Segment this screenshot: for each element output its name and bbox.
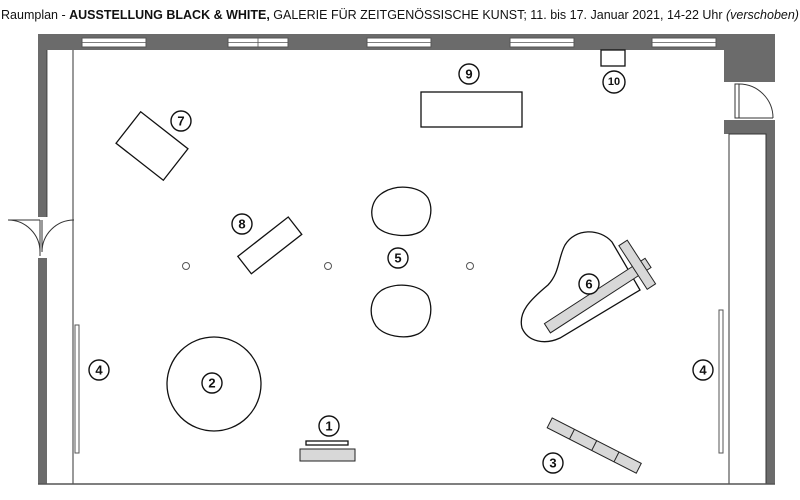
object-5-sculpture-bottom bbox=[370, 284, 432, 338]
wall-right-pier bbox=[724, 120, 775, 134]
marker-7: 7 bbox=[170, 110, 192, 132]
title-details: GALERIE FÜR ZEITGENÖSSISCHE KUNST; 11. b… bbox=[269, 8, 727, 22]
wall-left-lower bbox=[38, 258, 47, 484]
marker-4-right: 4 bbox=[692, 359, 714, 381]
marker-6: 6 bbox=[578, 273, 600, 295]
window-1 bbox=[81, 37, 147, 48]
marker-1: 1 bbox=[318, 415, 340, 437]
object-5-sculpture-top bbox=[371, 186, 432, 237]
door-left bbox=[7, 219, 75, 256]
svg-text:8: 8 bbox=[238, 217, 245, 232]
svg-text:4: 4 bbox=[699, 363, 707, 378]
title-prefix: Raumplan - bbox=[1, 8, 70, 22]
right-corridor bbox=[728, 133, 767, 485]
wall-right-top bbox=[724, 34, 775, 82]
svg-text:10: 10 bbox=[608, 76, 620, 88]
svg-text:9: 9 bbox=[465, 67, 472, 82]
pillar-3 bbox=[466, 262, 474, 270]
object-8-table bbox=[236, 216, 303, 275]
plan-title: Raumplan - AUSSTELLUNG BLACK & WHITE, GA… bbox=[0, 8, 800, 22]
svg-text:3: 3 bbox=[549, 456, 556, 471]
door-right bbox=[734, 83, 774, 119]
marker-2: 2 bbox=[201, 372, 223, 394]
pillar-2 bbox=[324, 262, 332, 270]
object-10-box bbox=[600, 49, 626, 67]
marker-9: 9 bbox=[458, 63, 480, 85]
object-7-table bbox=[115, 110, 189, 182]
panel-4-left bbox=[74, 324, 80, 454]
marker-8: 8 bbox=[231, 213, 253, 235]
object-3-bench bbox=[546, 417, 642, 474]
panel-4-right bbox=[718, 309, 724, 454]
window-2 bbox=[227, 37, 289, 48]
window-3 bbox=[366, 37, 432, 48]
marker-4-left: 4 bbox=[88, 359, 110, 381]
pillar-1 bbox=[182, 262, 190, 270]
svg-text:6: 6 bbox=[585, 277, 592, 292]
wall-left-upper bbox=[38, 34, 47, 217]
svg-text:5: 5 bbox=[394, 251, 401, 266]
title-note: (verschoben) bbox=[726, 8, 799, 22]
svg-text:4: 4 bbox=[95, 363, 103, 378]
object-1-stand bbox=[305, 440, 349, 446]
wall-right bbox=[766, 120, 775, 484]
svg-text:2: 2 bbox=[208, 376, 215, 391]
object-1-bench bbox=[299, 448, 356, 462]
marker-5: 5 bbox=[387, 247, 409, 269]
title-exhibition: AUSSTELLUNG BLACK & WHITE, bbox=[69, 8, 270, 22]
marker-3: 3 bbox=[542, 452, 564, 474]
window-4 bbox=[509, 37, 575, 48]
object-9-counter bbox=[420, 91, 523, 128]
marker-10: 10 bbox=[602, 70, 626, 94]
window-5 bbox=[651, 37, 717, 48]
svg-text:1: 1 bbox=[325, 419, 332, 434]
svg-text:7: 7 bbox=[177, 114, 184, 129]
